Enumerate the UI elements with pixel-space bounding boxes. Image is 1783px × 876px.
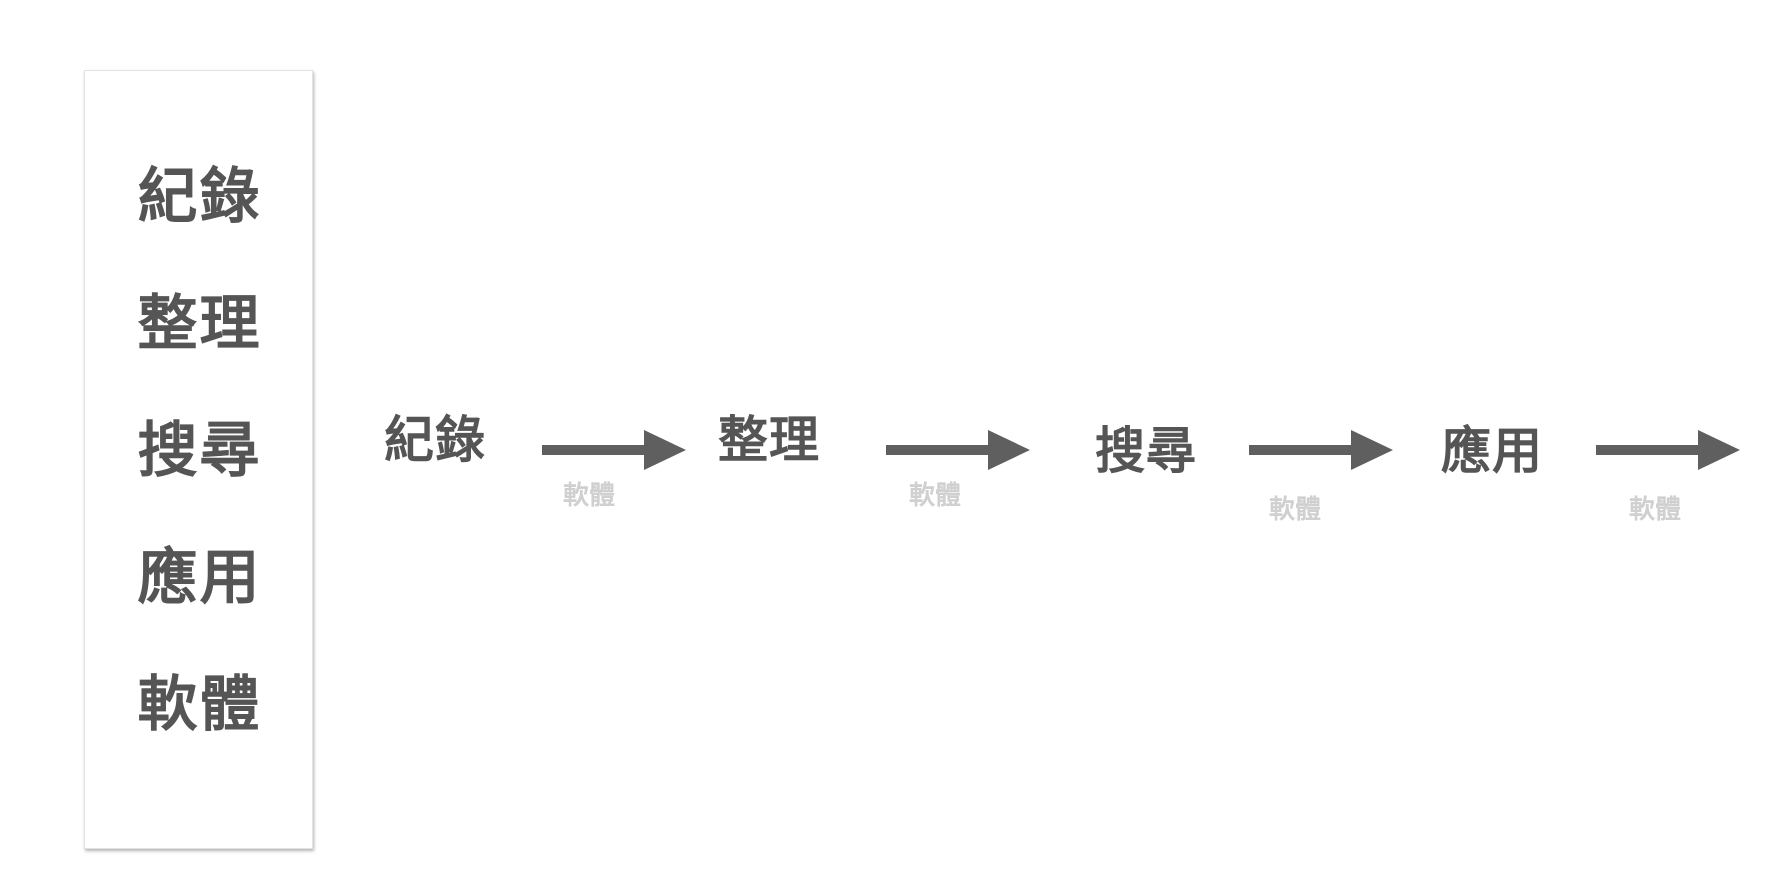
sidebar-item-apply: 應用 xyxy=(137,543,262,613)
sidebar-item-record: 紀錄 xyxy=(137,162,262,232)
arrow-caption-software: 軟體 xyxy=(1269,495,1322,525)
arrow-right-icon xyxy=(1596,430,1740,470)
arrow-caption-software: 軟體 xyxy=(1629,495,1682,525)
sidebar-item-software: 軟體 xyxy=(137,670,262,740)
sidebar-card: 紀錄 整理 搜尋 應用 軟體 xyxy=(84,70,313,849)
stage-search: 搜尋 xyxy=(1095,422,1197,480)
stage-record: 紀錄 xyxy=(384,411,486,469)
sidebar-item-organize: 整理 xyxy=(137,289,262,359)
arrow-caption-software: 軟體 xyxy=(563,481,616,511)
arrow-right-icon xyxy=(1249,430,1393,470)
sidebar-item-search: 搜尋 xyxy=(137,416,262,486)
arrow-right-icon xyxy=(542,430,686,470)
arrow-right-icon xyxy=(886,430,1030,470)
stage-organize: 整理 xyxy=(718,411,820,469)
stage-apply: 應用 xyxy=(1441,422,1543,480)
arrow-caption-software: 軟體 xyxy=(909,481,962,511)
